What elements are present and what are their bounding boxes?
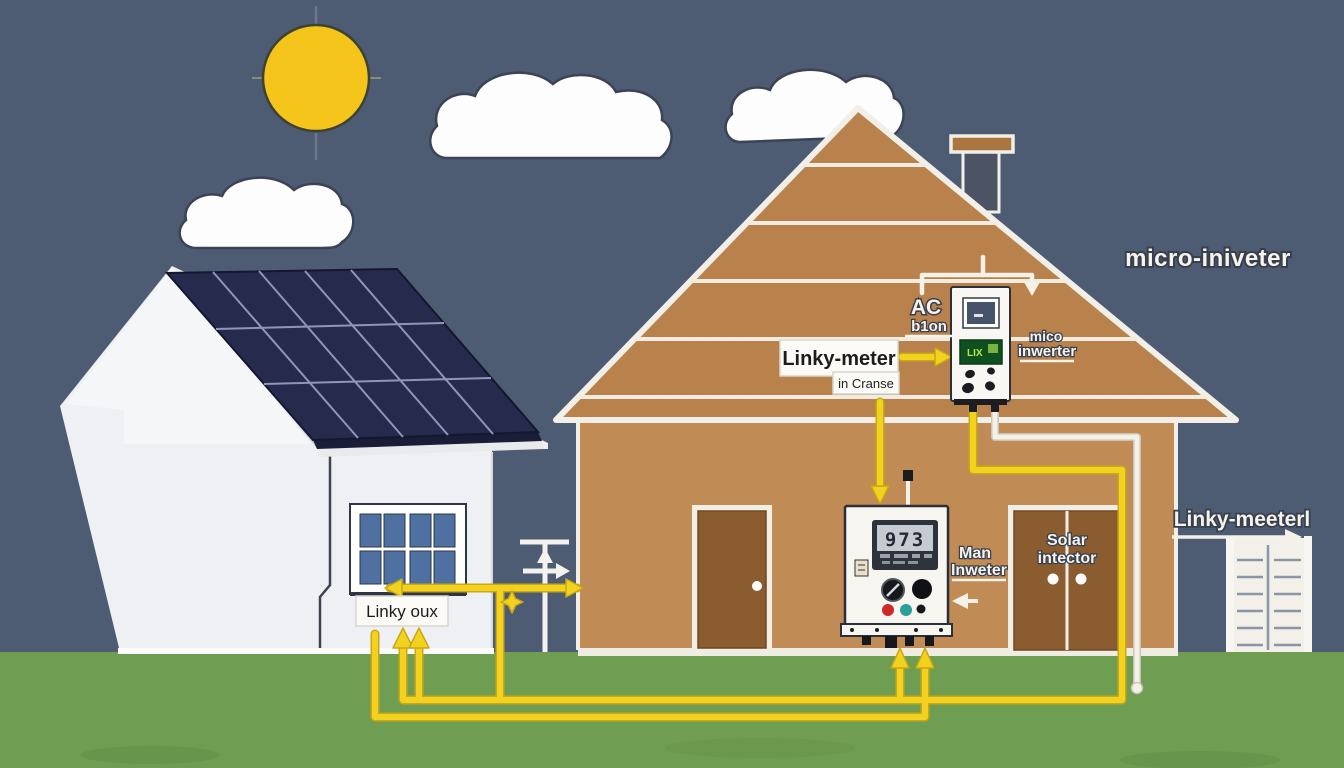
red-button [882,604,894,616]
fence-gate [1226,536,1312,652]
micro-screen-text: LIX [967,348,983,359]
linky-meeter-right-label: Linky-meeterl [1174,508,1311,531]
arrow-right-icon [1285,529,1302,545]
linky-meter-label: Linky-meter in Cranse [779,339,900,395]
front-door [692,505,772,649]
main-inverter-pointer [952,593,978,609]
round-knob [912,579,932,599]
solar-panel [164,267,544,457]
micro-device-label-line1: mico [1030,328,1063,344]
left-house-gable [66,268,310,444]
double-door [1008,505,1126,651]
left-house-baseboard [118,648,494,654]
arrow-up-icon [890,647,910,669]
chimney [949,134,1015,214]
arrow-down-icon [870,485,890,505]
arrow-up-icon [537,548,553,563]
main-inverter-label-line1: Man [959,545,991,562]
arrow-left-icon [384,578,403,598]
arrow-right-icon [565,578,584,598]
black-button [916,604,926,614]
ac-label-line1: AC [911,296,941,319]
linky-oux-label: Linky oux [355,595,449,627]
linky-meter-sub-text: in Cranse [838,376,894,391]
linky-meeter-arrow [1172,529,1302,545]
arrow-right-icon [556,563,570,579]
linky-oux-text: Linky oux [366,602,438,621]
ac-label-line2: b1on [911,318,947,335]
main-inverter-label-line2: Inweter [951,562,1007,579]
grass [0,652,1344,768]
arrow-left-icon [952,593,968,609]
left-house [60,266,548,654]
brown-house-baseboard [578,648,1178,656]
arrow-down-icon [1024,282,1040,296]
main-inverter-device: 973 [840,470,953,648]
cloud-left [178,176,355,250]
solar-door-label-line2: intector [1038,550,1097,567]
micro-inverter-title: micro-iniveter [1125,245,1291,272]
cloud-top-center [428,71,673,160]
spark-icon [500,590,524,614]
main-lcd-digits: 973 [885,529,925,551]
door-knob [1047,573,1059,585]
micro-device-label-line2: inwerter [1018,343,1077,360]
teal-button [900,604,912,616]
door-knob [1075,573,1087,585]
linky-meter-text: Linky-meter [782,348,896,370]
utility-pole [520,539,570,652]
solar-door-label-line1: Solar [1047,532,1087,549]
roof [553,105,1239,423]
arrow-up-icon [392,627,414,649]
arrow-right-icon [934,347,953,367]
panel-cable [318,455,332,650]
window [349,503,467,596]
yellow-wires [370,347,1127,722]
white-wires [919,254,1144,695]
arrow-up-icon [408,627,430,649]
sun [252,6,381,160]
arrow-up-icon [915,647,935,669]
micro-bracket-wire [919,272,1035,296]
micro-inverter-device: LIX [950,286,1011,412]
door-knob [752,581,762,591]
